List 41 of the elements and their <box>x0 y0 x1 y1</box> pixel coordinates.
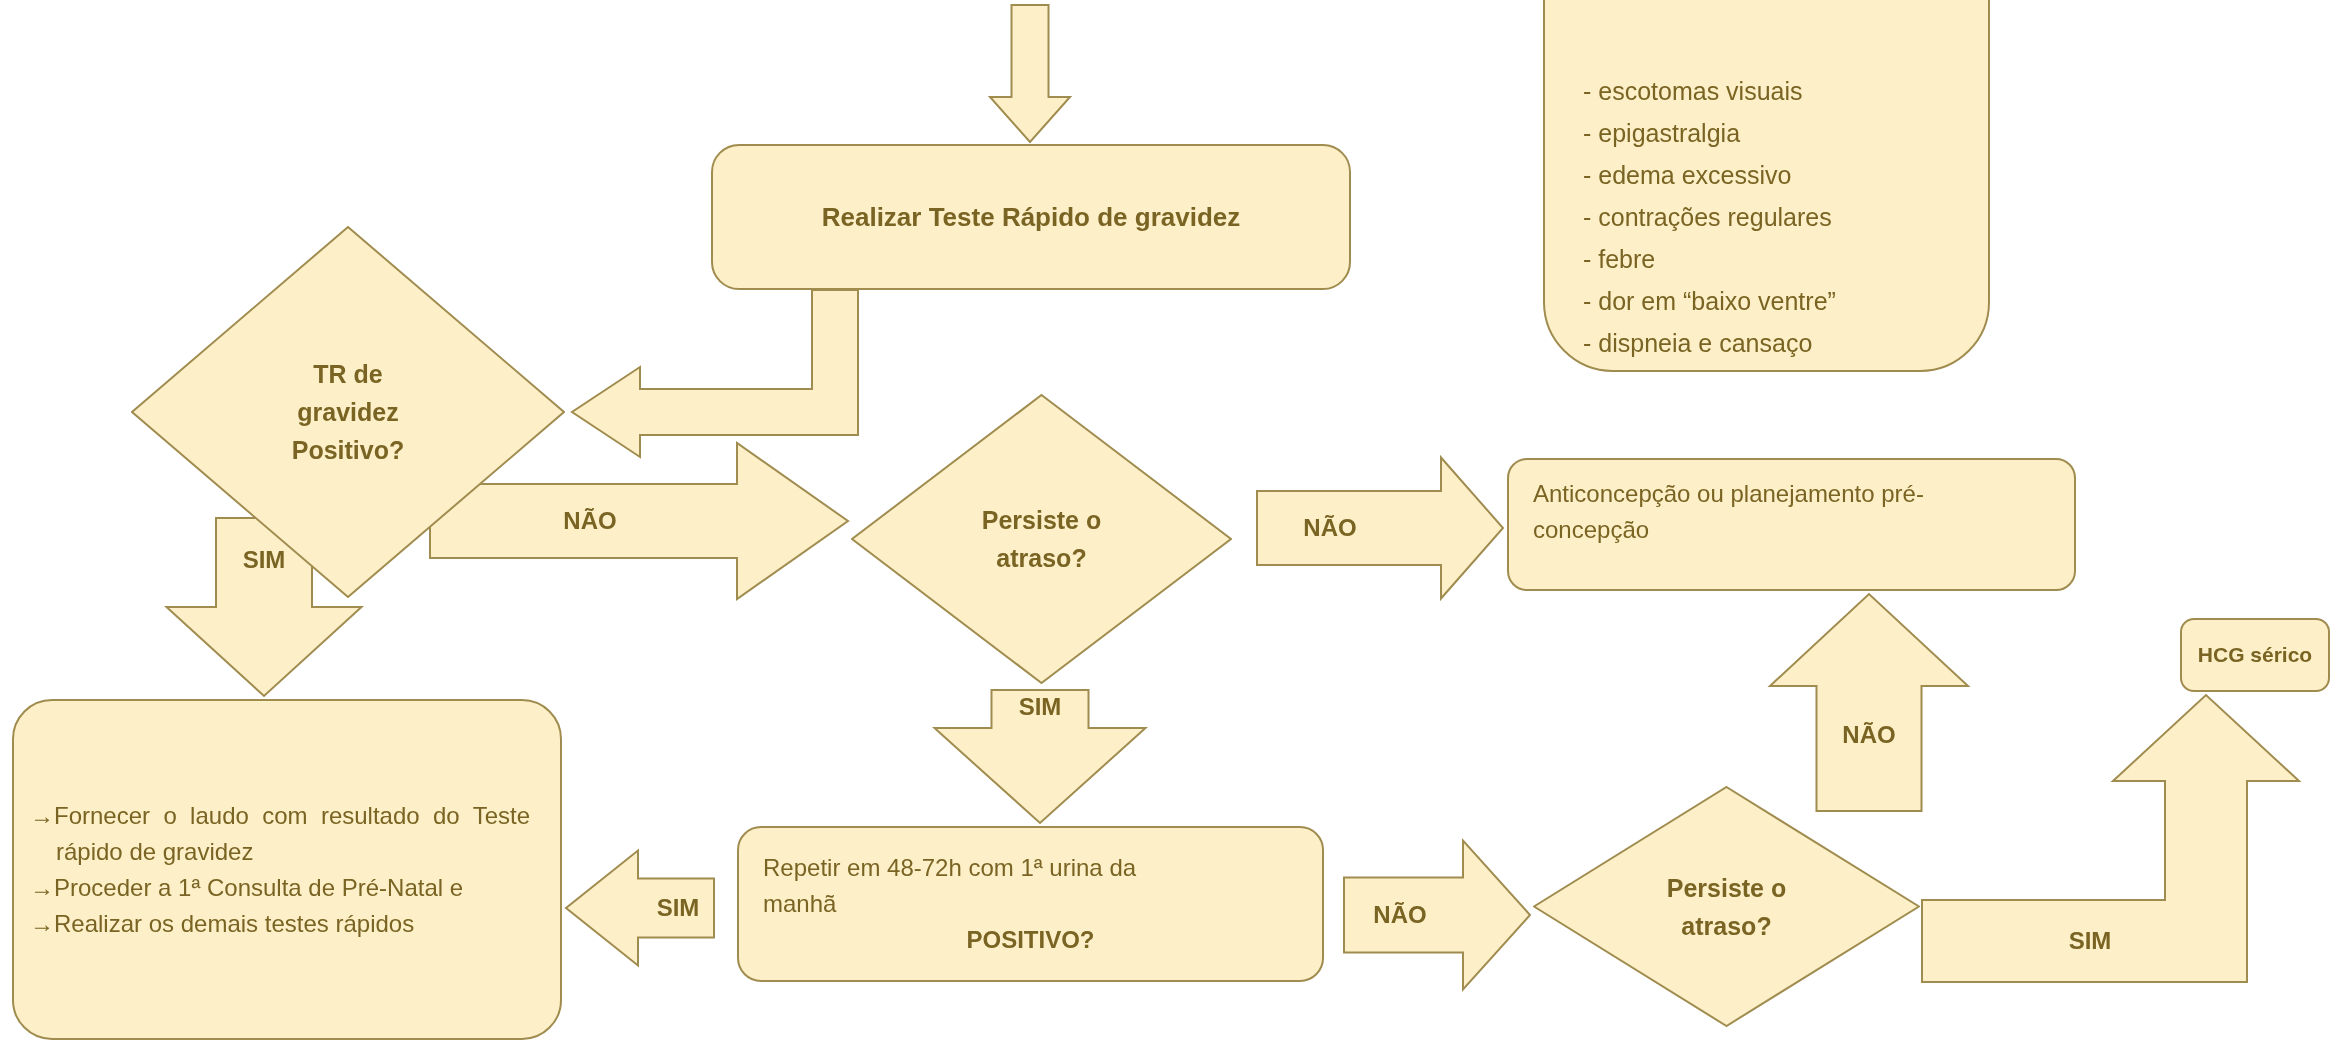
process-text: Anticoncepção ou planejamento pré-concepção <box>1533 479 1925 545</box>
process-text: Repetir em 48-72h com 1ª urina da manhã <box>763 853 1138 919</box>
block-arrow <box>1256 454 1505 602</box>
list-item: - edema excessivo <box>1583 160 1793 191</box>
edge-label: NÃO <box>563 507 617 535</box>
process-box <box>711 144 1351 290</box>
list-item: - dor em “baixo ventre” <box>1583 286 1837 317</box>
symptom-list-box <box>1543 0 1990 372</box>
process-box <box>2180 618 2330 692</box>
decision-text: Persiste o atraso? <box>1665 872 1788 942</box>
edge-label: SIM <box>1018 693 1062 721</box>
list-item: - epigastralgia <box>1583 118 1742 149</box>
process-text: POSITIVO? <box>965 925 1096 955</box>
process-box <box>12 699 562 1040</box>
edge-label: NÃO <box>1303 514 1357 542</box>
instruction-text: →Proceder a 1ª Consulta de Pré-Natal e <box>30 872 465 903</box>
block-arrow <box>564 848 715 968</box>
decision-text: TR de gravidez Positivo? <box>290 359 406 466</box>
process-text: Realizar Teste Rápido de gravidez <box>821 200 1241 234</box>
list-item: - febre <box>1583 244 1657 275</box>
edge-label: NÃO <box>1373 901 1427 929</box>
list-item: - contrações regulares <box>1583 202 1833 233</box>
block-arrow <box>1343 837 1532 993</box>
edge-label: SIM <box>656 894 700 922</box>
block-arrow <box>1767 592 1971 812</box>
block-arrow <box>987 4 1073 144</box>
process-box <box>1507 458 2076 591</box>
block-arrow <box>1921 693 2302 983</box>
list-item: - escotomas visuais <box>1583 76 1804 107</box>
process-text: HCG sérico <box>2197 642 2313 669</box>
list-item: - dispneia e cansaço <box>1583 328 1814 359</box>
edge-label: SIM <box>2068 927 2112 955</box>
process-box <box>737 826 1324 982</box>
block-arrow <box>429 441 850 601</box>
edge-label: SIM <box>242 546 286 574</box>
instruction-text: →Realizar os demais testes rápidos <box>30 908 416 939</box>
block-arrow <box>931 689 1149 825</box>
edge-label: NÃO <box>1842 721 1896 749</box>
block-arrow <box>570 289 859 459</box>
instruction-text: →Fornecer o laudo com resultado do Teste rápido de gravidez <box>30 800 530 867</box>
decision-text: Persiste o atraso? <box>980 505 1103 574</box>
